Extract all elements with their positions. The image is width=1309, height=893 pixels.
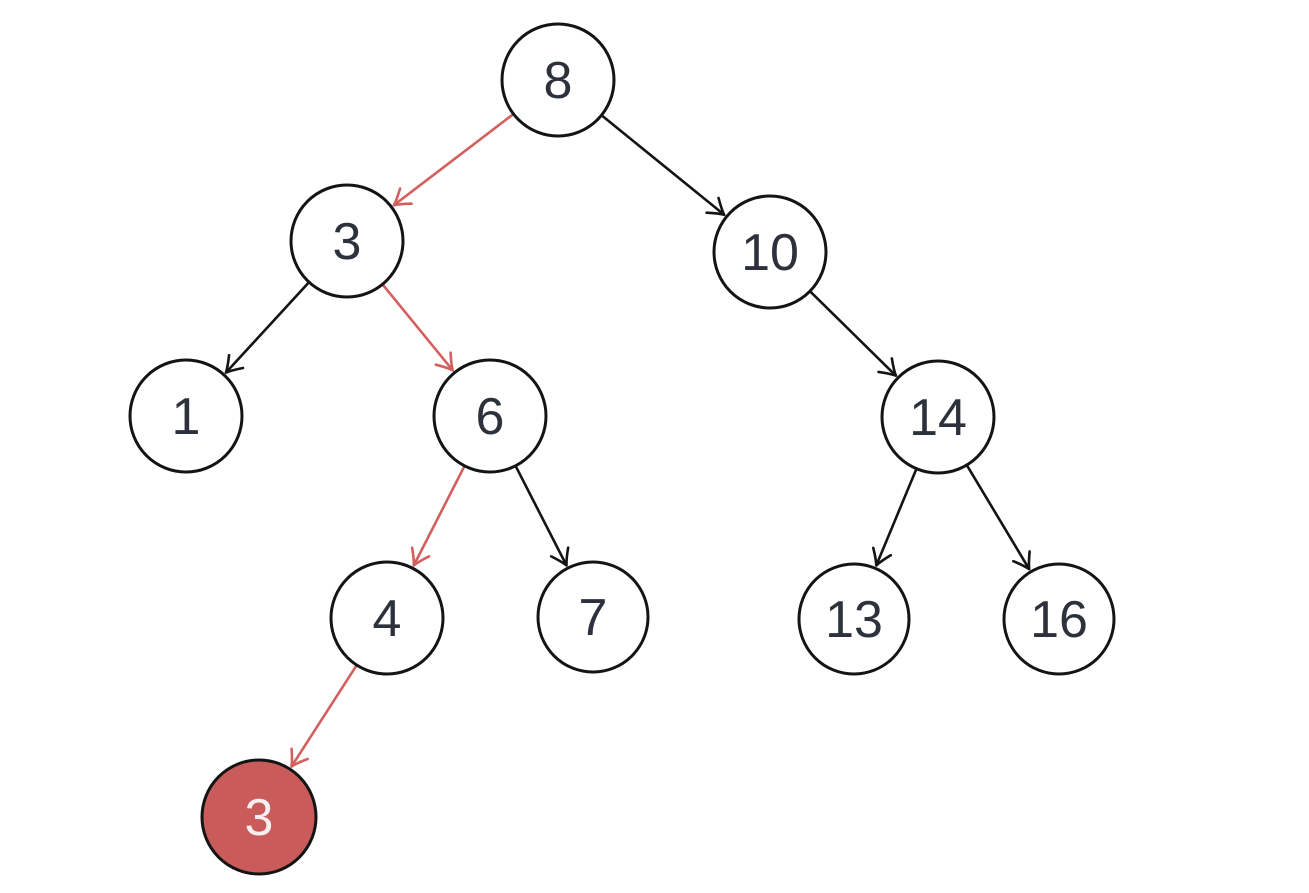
node-circle: [712, 194, 828, 310]
node-value: 3: [245, 789, 274, 847]
tree-node-10: 10: [712, 194, 828, 310]
edge-4-3-new-highlighted: [290, 665, 358, 768]
tree-node-4: 4: [329, 560, 445, 676]
node-value: 10: [741, 224, 799, 282]
node-circle: [289, 183, 405, 299]
node-value: 13: [825, 591, 883, 649]
node-circle: [880, 359, 996, 475]
tree-node-3-new-inserted: 3: [200, 758, 318, 876]
node-circle: [500, 22, 616, 138]
tree-node-16: 16: [1002, 562, 1116, 676]
node-circle: [200, 758, 318, 876]
tree-node-6: 6: [432, 358, 548, 474]
edge-14-16: [966, 465, 1031, 571]
edge-10-14: [809, 290, 898, 378]
node-value: 16: [1030, 591, 1088, 649]
node-value: 14: [909, 389, 967, 447]
node-value: 3: [333, 213, 362, 271]
tree-node-3: 3: [289, 183, 405, 299]
edge-6-4-highlighted: [410, 466, 466, 567]
edge-3-1: [224, 282, 310, 374]
edge-8-3-highlighted: [392, 113, 514, 207]
node-value: 4: [373, 590, 402, 648]
tree-node-1: 1: [128, 358, 244, 474]
node-circle: [1002, 562, 1116, 676]
node-circle: [797, 562, 911, 676]
tree-node-7: 7: [536, 560, 650, 674]
node-value: 1: [172, 388, 201, 446]
node-value: 7: [579, 589, 608, 647]
tree-node-14: 14: [880, 359, 996, 475]
edge-8-10: [601, 114, 726, 217]
edge-6-7: [514, 466, 570, 567]
node-circle: [329, 560, 445, 676]
node-value: 6: [476, 388, 505, 446]
node-circle: [128, 358, 244, 474]
tree-node-8: 8: [500, 22, 616, 138]
node-circle: [432, 358, 548, 474]
edge-3-6-highlighted: [382, 284, 455, 372]
edge-14-13: [871, 469, 918, 567]
node-circle: [536, 560, 650, 674]
node-value: 8: [544, 52, 573, 110]
tree-node-13: 13: [797, 562, 911, 676]
